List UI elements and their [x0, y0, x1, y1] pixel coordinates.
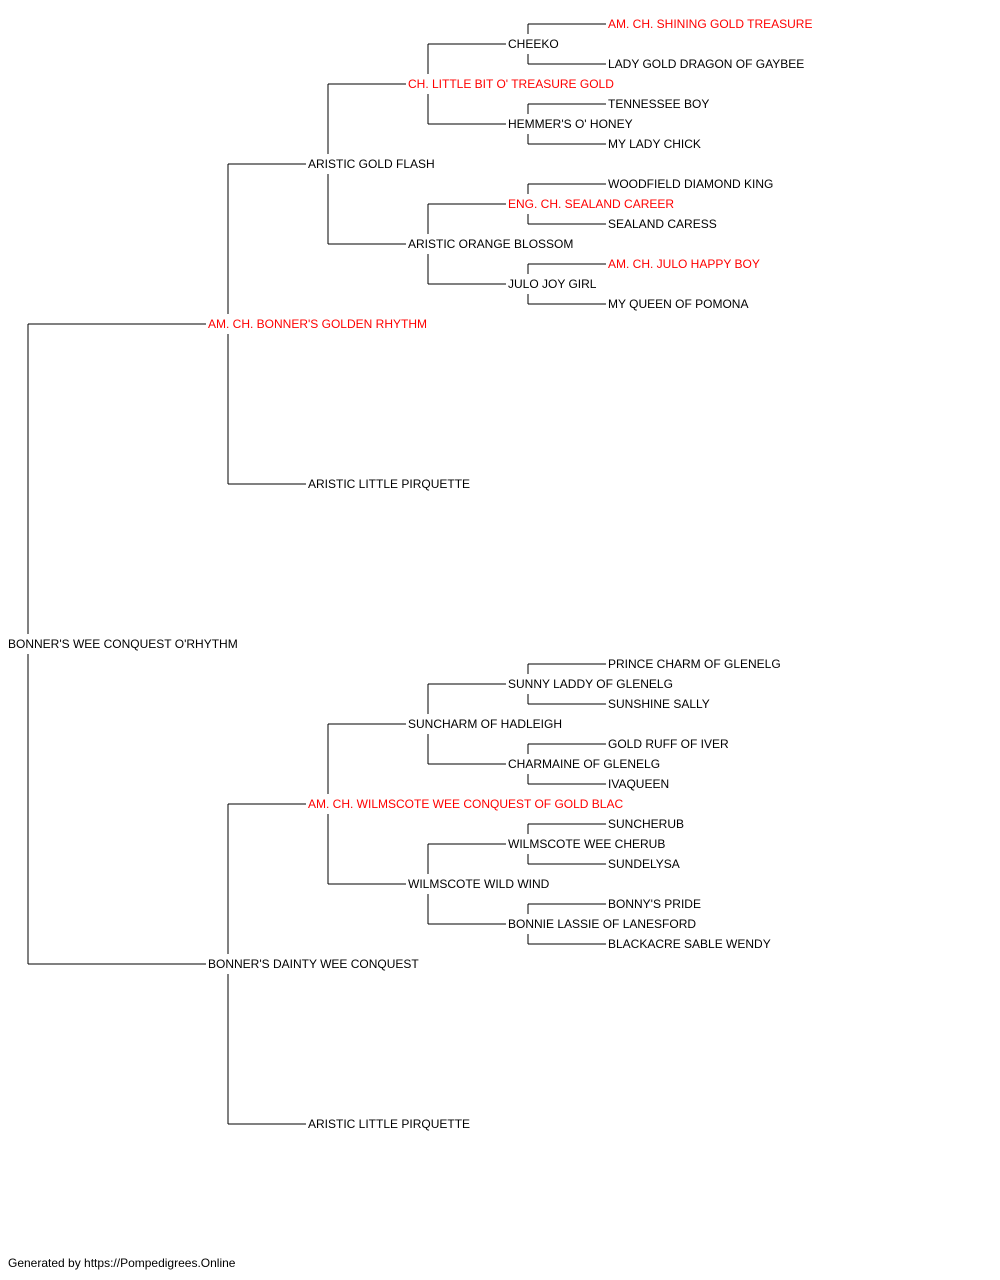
dog-name: SUNDELYSA: [608, 857, 680, 871]
champion-name: AM. CH. WILMSCOTE WEE CONQUEST OF GOLD B…: [308, 797, 623, 811]
dog-name: BONNIE LASSIE OF LANESFORD: [508, 917, 696, 931]
champion-name: ENG. CH. SEALAND CAREER: [508, 197, 674, 211]
dog-name: ARISTIC LITTLE PIRQUETTE: [308, 1117, 470, 1131]
champion-name: AM. CH. JULO HAPPY BOY: [608, 257, 760, 271]
dog-name: CHARMAINE OF GLENELG: [508, 757, 660, 771]
dog-name: IVAQUEEN: [608, 777, 669, 791]
dog-name: ARISTIC ORANGE BLOSSOM: [408, 237, 573, 251]
dog-name: GOLD RUFF OF IVER: [608, 737, 729, 751]
dog-name: BONNER'S DAINTY WEE CONQUEST: [208, 957, 419, 971]
dog-name: MY QUEEN OF POMONA: [608, 297, 748, 311]
dog-name: SUNCHARM OF HADLEIGH: [408, 717, 562, 731]
dog-name: ARISTIC LITTLE PIRQUETTE: [308, 477, 470, 491]
champion-name: AM. CH. SHINING GOLD TREASURE: [608, 17, 812, 31]
champion-name: CH. LITTLE BIT O' TREASURE GOLD: [408, 77, 614, 91]
dog-name: MY LADY CHICK: [608, 137, 701, 151]
dog-name: HEMMER'S O' HONEY: [508, 117, 633, 131]
dog-name: CHEEKO: [508, 37, 559, 51]
footer-credit: Generated by https://Pompedigrees.Online: [8, 1256, 236, 1270]
dog-name: SUNSHINE SALLY: [608, 697, 710, 711]
dog-name: BONNY'S PRIDE: [608, 897, 701, 911]
dog-name: BONNER'S WEE CONQUEST O'RHYTHM: [8, 637, 238, 651]
dog-name: WILMSCOTE WEE CHERUB: [508, 837, 665, 851]
dog-name: ARISTIC GOLD FLASH: [308, 157, 435, 171]
dog-name: SUNNY LADDY OF GLENELG: [508, 677, 673, 691]
dog-name: BLACKACRE SABLE WENDY: [608, 937, 771, 951]
dog-name: WILMSCOTE WILD WIND: [408, 877, 550, 891]
dog-name: PRINCE CHARM OF GLENELG: [608, 657, 781, 671]
dog-name: JULO JOY GIRL: [508, 277, 597, 291]
dog-name: WOODFIELD DIAMOND KING: [608, 177, 773, 191]
dog-name: LADY GOLD DRAGON OF GAYBEE: [608, 57, 804, 71]
dog-name: TENNESSEE BOY: [608, 97, 709, 111]
dog-name: SUNCHERUB: [608, 817, 684, 831]
dog-name: SEALAND CARESS: [608, 217, 717, 231]
champion-name: AM. CH. BONNER'S GOLDEN RHYTHM: [208, 317, 427, 331]
